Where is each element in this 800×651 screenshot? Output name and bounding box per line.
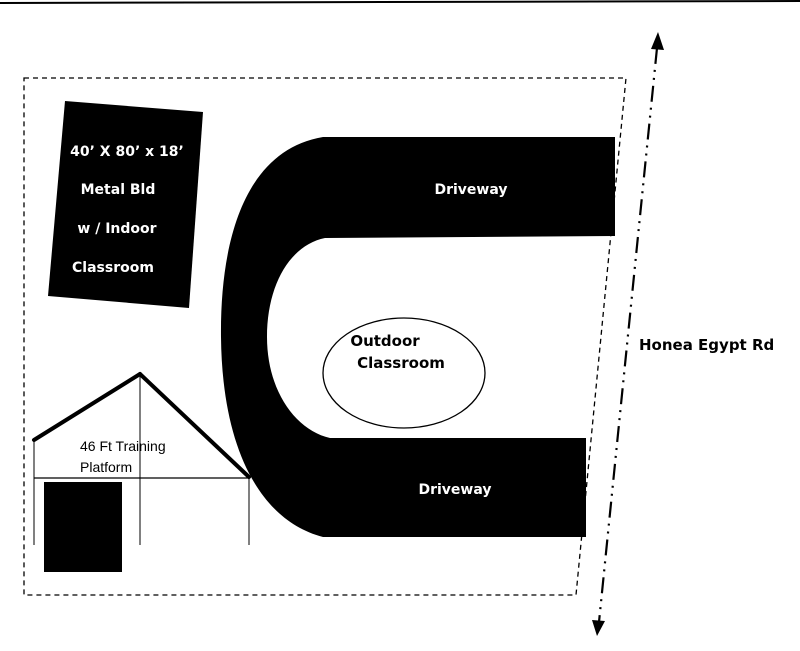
roof-right xyxy=(138,372,251,479)
outdoor-classroom-label-line1: Outdoor xyxy=(350,332,420,350)
metal-building: 40’ X 80’ x 18’ Metal Bld w / Indoor Cla… xyxy=(48,101,203,308)
page-top-border xyxy=(0,0,800,4)
arrow-up-icon xyxy=(651,32,664,50)
driveway-bottom-label: Driveway xyxy=(418,482,491,498)
driveway-top-label: Driveway xyxy=(434,182,507,198)
outdoor-classroom: Outdoor Classroom xyxy=(322,317,486,429)
property-boundary xyxy=(23,77,627,596)
building-label-line1: 40’ X 80’ x 18’ xyxy=(70,144,184,160)
driveway: Driveway Driveway xyxy=(220,137,615,537)
road: Honea Egypt Rd xyxy=(592,32,774,636)
outdoor-classroom-oval xyxy=(322,317,486,429)
building-label-line4: Classroom xyxy=(72,260,154,276)
building-shape xyxy=(48,101,203,308)
platform-label-line1: 46 Ft Training xyxy=(80,438,166,454)
platform-dark-block xyxy=(44,482,122,572)
building-label-line3: w / Indoor xyxy=(77,221,156,237)
outdoor-classroom-label-line2: Classroom xyxy=(357,354,445,372)
driveway-shape xyxy=(220,137,615,537)
platform-label-line2: Platform xyxy=(80,459,132,475)
road-label: Honea Egypt Rd xyxy=(639,336,774,354)
roof-left xyxy=(32,372,142,442)
road-centerline xyxy=(597,47,659,623)
training-platform: 46 Ft Training Platform xyxy=(32,372,251,572)
arrow-down-icon xyxy=(592,620,605,636)
building-label-line2: Metal Bld xyxy=(81,182,156,198)
